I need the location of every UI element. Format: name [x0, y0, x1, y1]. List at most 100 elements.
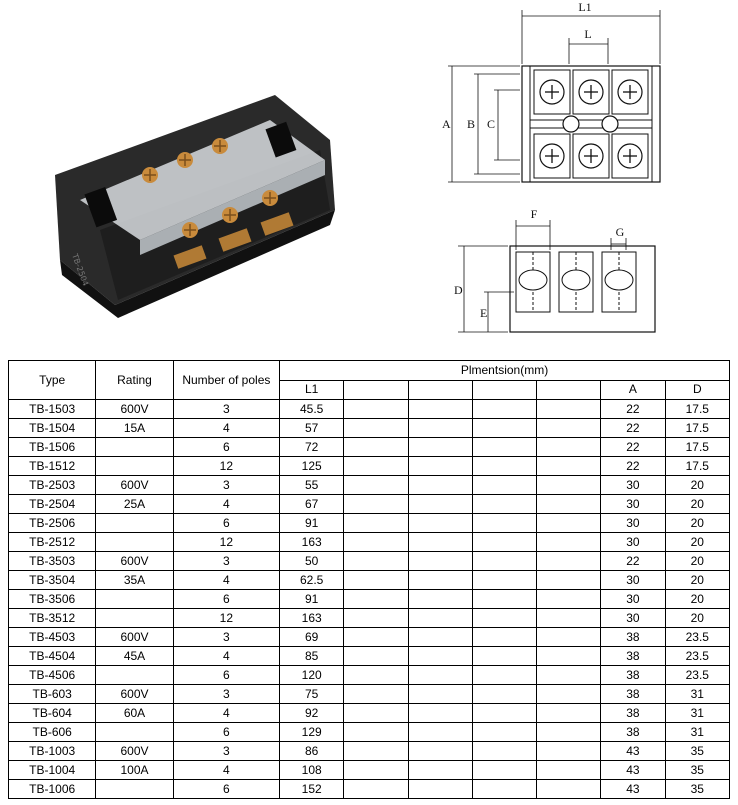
cell-l1: 91: [279, 589, 345, 609]
cell-blank: [407, 551, 473, 571]
cell-blank: [343, 418, 409, 438]
header-poles: Number of poles: [172, 360, 281, 400]
cell-blank: [536, 456, 602, 476]
cell-blank: [343, 722, 409, 742]
header-blank: [407, 379, 473, 400]
cell-blank: [471, 437, 538, 457]
cell-l1: 55: [279, 475, 345, 495]
cell-blank: [407, 513, 473, 533]
cell-rating: 600V: [95, 551, 174, 571]
cell-rating: 600V: [95, 741, 174, 761]
cell-blank: [536, 703, 602, 723]
cell-type: TB-1006: [7, 779, 97, 799]
cell-rating: [95, 456, 174, 476]
cell-d: 31: [664, 684, 731, 704]
cell-blank: [471, 589, 538, 609]
cell-rating: 60A: [95, 703, 174, 723]
cell-a: 30: [600, 589, 666, 609]
cell-type: TB-3503: [7, 551, 97, 571]
cell-type: TB-2503: [7, 475, 97, 495]
label-g: G: [616, 225, 625, 239]
cell-poles: 4: [172, 494, 281, 514]
cell-blank: [343, 779, 409, 799]
cell-d: 23.5: [664, 627, 731, 647]
cell-blank: [407, 437, 473, 457]
cell-blank: [407, 665, 473, 685]
cell-blank: [536, 684, 602, 704]
cell-l1: 163: [279, 532, 345, 552]
cell-type: TB-1003: [7, 741, 97, 761]
cell-blank: [536, 665, 602, 685]
label-f: F: [531, 207, 538, 221]
cell-d: 35: [664, 741, 731, 761]
cell-l1: 62.5: [279, 570, 345, 590]
cell-l1: 152: [279, 779, 345, 799]
cell-blank: [407, 475, 473, 495]
cell-poles: 4: [172, 646, 281, 666]
cell-d: 35: [664, 760, 731, 780]
cell-poles: 3: [172, 684, 281, 704]
cell-poles: 12: [172, 608, 281, 628]
cell-poles: 3: [172, 627, 281, 647]
cell-blank: [536, 494, 602, 514]
cell-l1: 91: [279, 513, 345, 533]
cell-poles: 6: [172, 779, 281, 799]
cell-blank: [407, 532, 473, 552]
cell-type: TB-1512: [7, 456, 97, 476]
cell-type: TB-606: [7, 722, 97, 742]
cell-blank: [407, 399, 473, 419]
cell-a: 38: [600, 684, 666, 704]
cell-a: 43: [600, 760, 666, 780]
cell-type: TB-4503: [7, 627, 97, 647]
cell-blank: [471, 779, 538, 799]
cell-d: 17.5: [664, 418, 731, 438]
cell-blank: [343, 760, 409, 780]
cell-blank: [471, 494, 538, 514]
header-a: A: [600, 379, 666, 400]
cell-blank: [343, 437, 409, 457]
cell-d: 17.5: [664, 399, 731, 419]
cell-poles: 12: [172, 532, 281, 552]
cell-type: TB-1004: [7, 760, 97, 780]
cell-type: TB-4506: [7, 665, 97, 685]
cell-blank: [343, 551, 409, 571]
cell-blank: [471, 627, 538, 647]
cell-poles: 6: [172, 722, 281, 742]
cell-blank: [343, 608, 409, 628]
cell-blank: [343, 741, 409, 761]
cell-poles: 3: [172, 551, 281, 571]
label-l1: L1: [578, 0, 591, 14]
cell-rating: [95, 532, 174, 552]
cell-blank: [407, 570, 473, 590]
cell-blank: [407, 627, 473, 647]
cell-blank: [536, 722, 602, 742]
cell-a: 30: [600, 608, 666, 628]
cell-d: 35: [664, 779, 731, 799]
cell-blank: [407, 646, 473, 666]
cell-blank: [536, 589, 602, 609]
cell-blank: [471, 551, 538, 571]
label-a: A: [442, 117, 451, 131]
cell-a: 22: [600, 437, 666, 457]
cell-type: TB-3504: [7, 570, 97, 590]
cell-rating: [95, 722, 174, 742]
cell-blank: [536, 418, 602, 438]
cell-rating: 600V: [95, 627, 174, 647]
cell-poles: 4: [172, 570, 281, 590]
cell-blank: [471, 532, 538, 552]
cell-poles: 4: [172, 760, 281, 780]
cell-a: 30: [600, 570, 666, 590]
terminal-block-photo: TB-2504: [55, 95, 335, 318]
cell-a: 38: [600, 665, 666, 685]
cell-blank: [407, 741, 473, 761]
label-c: C: [487, 117, 495, 131]
cell-d: 20: [664, 513, 731, 533]
